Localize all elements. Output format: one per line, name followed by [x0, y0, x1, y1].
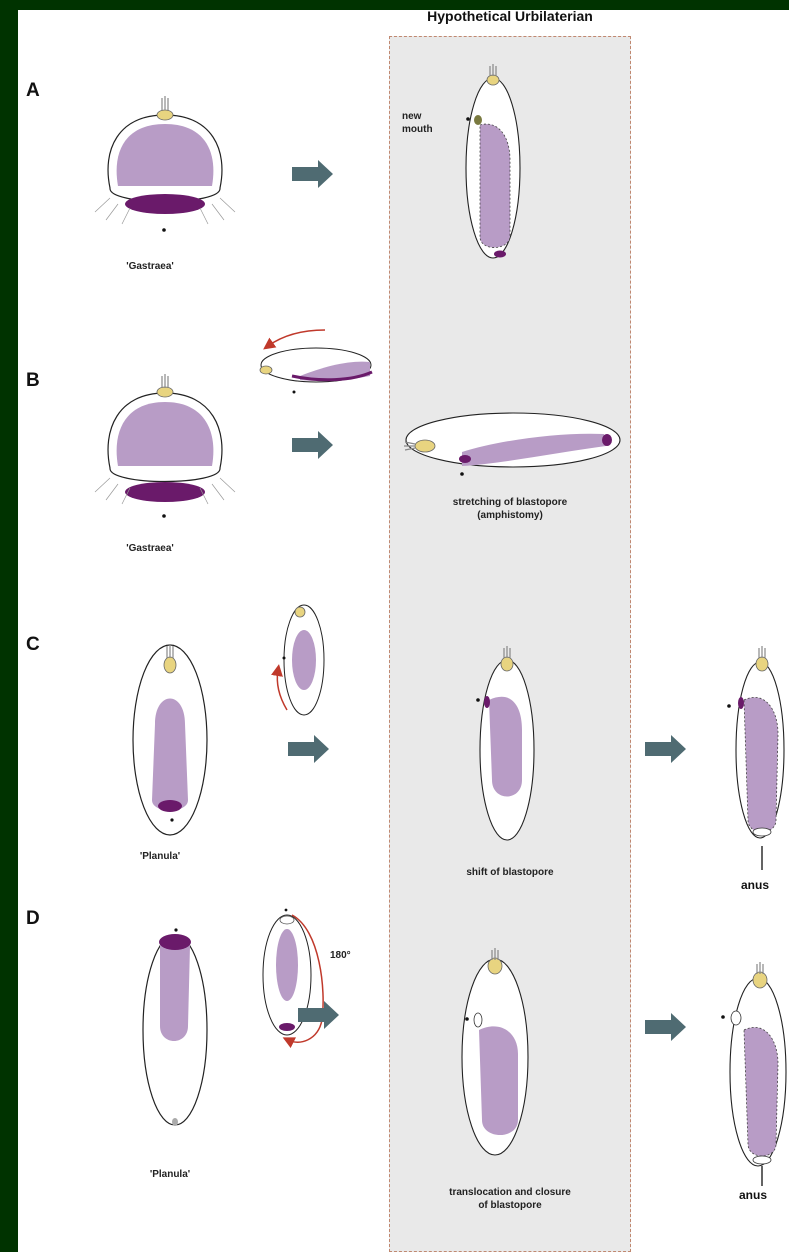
urbilaterian-c-anus — [727, 646, 784, 870]
star-marker-icon — [162, 228, 166, 232]
rotation-arrow-icon — [268, 330, 325, 346]
urbilaterian-d — [462, 948, 528, 1155]
urbilaterian-c — [476, 646, 534, 840]
small-embryo-d — [263, 909, 323, 1043]
right-arrow-icon — [645, 1013, 686, 1041]
gastraea-a — [95, 96, 235, 232]
urbilaterian-d-anus — [721, 962, 786, 1186]
small-embryo-c — [277, 605, 324, 715]
right-arrow-icon — [645, 735, 686, 763]
gastraea-b — [95, 374, 235, 518]
right-arrow-icon — [292, 431, 333, 459]
urbilaterian-b — [404, 413, 620, 476]
right-arrow-icon — [292, 160, 333, 188]
apical-tuft-icon — [162, 96, 168, 110]
planula-d — [143, 928, 207, 1126]
right-arrow-icon — [288, 735, 329, 763]
urbilaterian-a — [466, 64, 520, 258]
small-embryo-b — [260, 330, 372, 394]
planula-c — [133, 644, 207, 835]
